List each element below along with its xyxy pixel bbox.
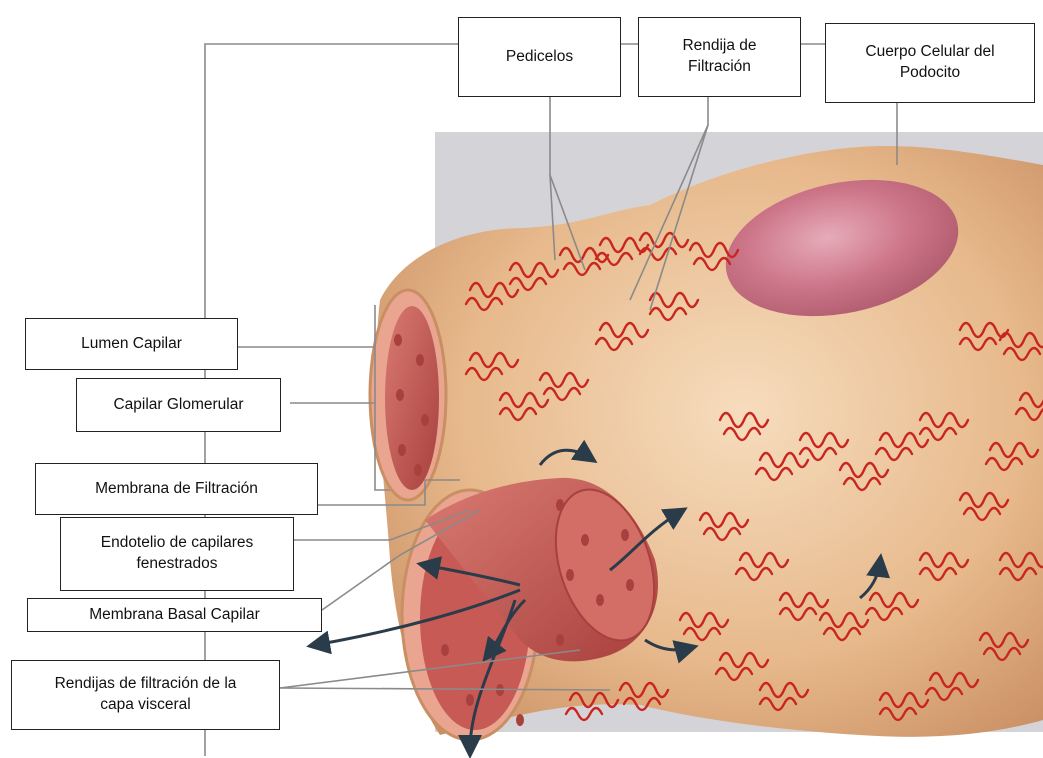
fenestration-pore [621,529,629,541]
label-cuerpo-celular: Cuerpo Celular del Podocito [825,23,1035,103]
fenestration-pore [394,334,402,346]
fenestration-pore [556,499,564,511]
fenestration-pore [596,594,604,606]
label-membrana-filtracion: Membrana de Filtración [35,463,318,515]
fenestration-pore [416,354,424,366]
fenestration-pore [421,414,429,426]
label-rendija-filtracion: Rendija de Filtración [638,17,801,97]
fenestration-pore [414,464,422,476]
fenestration-pore [556,634,564,646]
label-membrana-basal: Membrana Basal Capilar [27,598,322,632]
label-rendijas-visceral: Rendijas de filtración de la capa viscer… [11,660,280,730]
upper-capillary-lumen [385,306,439,490]
fenestration-pore [626,579,634,591]
fenestration-pore [396,389,404,401]
label-capilar-glomerular: Capilar Glomerular [76,378,281,432]
fenestration-pore [516,714,524,726]
fenestration-pore [398,444,406,456]
fenestration-pore [581,534,589,546]
label-endotelio: Endotelio de capilares fenestrados [60,517,294,591]
label-pedicelos: Pedicelos [458,17,621,97]
label-lumen-capilar: Lumen Capilar [25,318,238,370]
fenestration-pore [441,644,449,656]
fenestration-pore [566,569,574,581]
fenestration-pore [466,694,474,706]
